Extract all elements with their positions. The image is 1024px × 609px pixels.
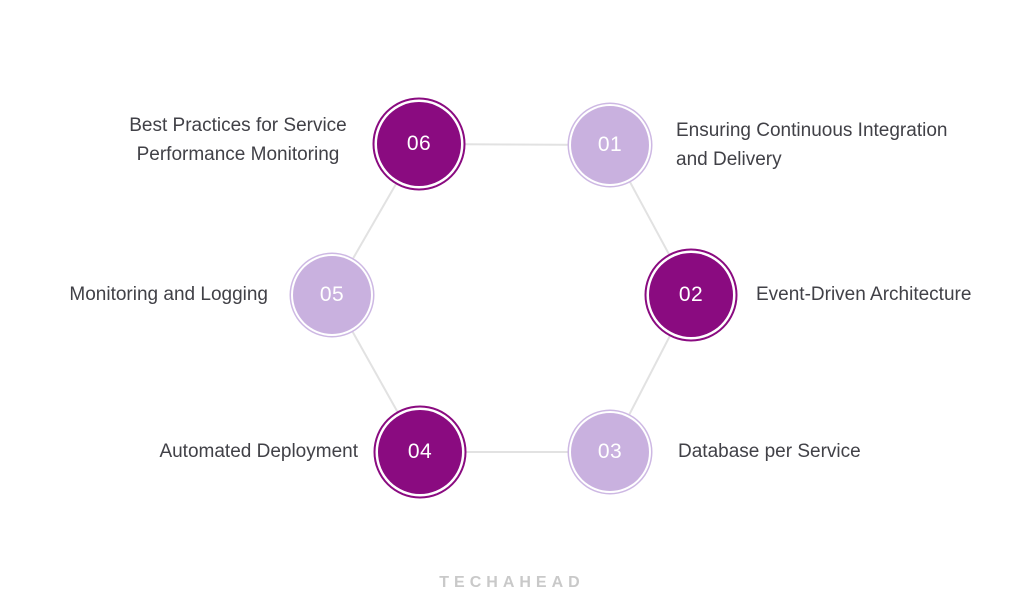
node-circle-03: 03 [571,413,649,491]
node-number-03: 03 [597,440,623,463]
node-number-06: 06 [406,132,432,155]
node-label-03: Database per Service [678,441,861,462]
node-circle-01: 01 [571,106,649,184]
node-label-06: Best Practices for Service Performance M… [129,115,347,165]
node-circle-05: 05 [293,256,371,334]
node-circle-04: 04 [378,410,462,494]
node-circle-02: 02 [649,253,733,337]
node-number-05: 05 [319,283,345,306]
node-label-04: Automated Deployment [159,441,358,462]
node-number-01: 01 [597,133,623,156]
techahead-logo: TECHAHEAD [439,574,585,591]
node-label-05: Monitoring and Logging [69,284,268,305]
node-circle-06: 06 [377,102,461,186]
node-number-02: 02 [678,283,704,306]
node-label-02: Event-Driven Architecture [756,284,972,305]
node-number-04: 04 [407,440,433,463]
node-label-01: Ensuring Continuous Integration and Deli… [676,120,948,170]
